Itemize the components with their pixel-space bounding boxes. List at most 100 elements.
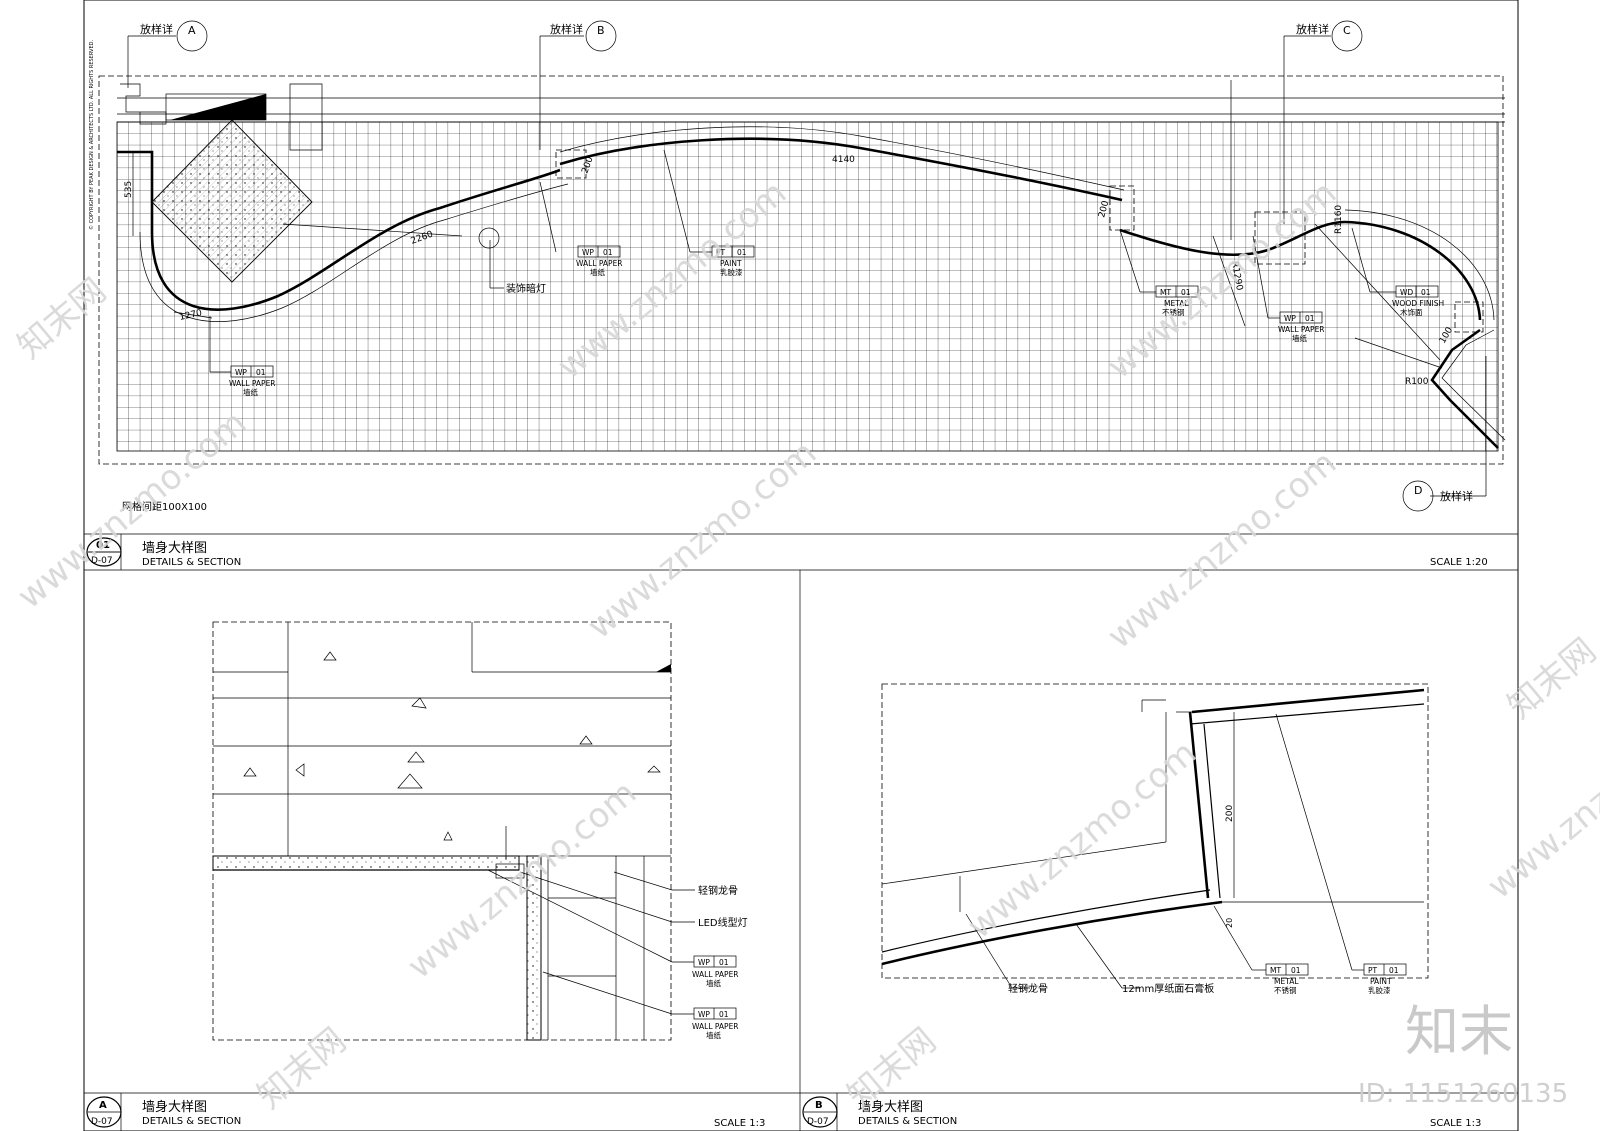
svg-text:墙纸: 墙纸 — [706, 978, 721, 988]
svg-text:DETAILS & SECTION: DETAILS & SECTION — [858, 1116, 957, 1127]
svg-text:www.znzmo.com: www.znzmo.com — [580, 433, 824, 647]
svg-text:www.znzmo.com: www.znzmo.com — [400, 773, 644, 987]
svg-text:01: 01 — [603, 248, 613, 257]
grid-note: 网格间距100X100 — [122, 500, 207, 513]
svg-text:墙身大样图: 墙身大样图 — [858, 1099, 923, 1115]
callout-a[interactable]: 放样详 A — [127, 20, 208, 88]
svg-text:www.znzmo.com: www.znzmo.com — [1480, 693, 1600, 907]
callout-b[interactable]: 放样详 B — [539, 20, 617, 150]
callout-b-letter: B — [597, 24, 605, 37]
logo-watermark: 知末 — [1405, 1000, 1513, 1063]
svg-text:知末网: 知末网 — [250, 1021, 354, 1117]
svg-text:墙身大样图: 墙身大样图 — [142, 1099, 207, 1115]
svg-text:SCALE 1:3: SCALE 1:3 — [1430, 1118, 1481, 1129]
tag-wp01-mid: WP 01 WALL PAPER 墙纸 — [539, 181, 623, 277]
dim-4140: 4140 — [832, 155, 855, 165]
callout-c[interactable]: 放样详 C — [1283, 20, 1363, 224]
svg-text:01: 01 — [1421, 288, 1431, 297]
svg-text:METAL: METAL — [1164, 299, 1189, 308]
id-watermark: ID: 1151260135 — [1358, 1079, 1568, 1109]
svg-text:木饰面: 木饰面 — [1400, 307, 1423, 317]
title-block-b: B D-07 墙身大样图 DETAILS & SECTION SCALE 1:3 — [802, 1093, 1481, 1131]
label-deco-light: 装饰暗灯 — [489, 240, 546, 295]
svg-text:WALL PAPER: WALL PAPER — [576, 259, 623, 268]
title-block-01: 01 D-07 墙身大样图 DETAILS & SECTION SCALE 1:… — [86, 534, 1488, 570]
svg-text:WALL PAPER: WALL PAPER — [692, 970, 739, 979]
svg-text:墙身大样图: 墙身大样图 — [142, 540, 207, 556]
callout-d[interactable]: D 放样详 — [1402, 356, 1487, 512]
detail-b — [881, 683, 1429, 979]
svg-text:01: 01 — [96, 540, 110, 551]
svg-text:WALL PAPER: WALL PAPER — [229, 379, 276, 388]
svg-text:MT: MT — [1270, 966, 1281, 975]
svg-text:01: 01 — [719, 1010, 729, 1019]
svg-text:B: B — [815, 1100, 823, 1111]
svg-text:WP: WP — [582, 248, 594, 257]
svg-text:WD: WD — [1400, 288, 1413, 297]
sheet-frame — [83, 0, 1519, 1131]
left-wall — [117, 150, 154, 232]
callout-d-prefix: 放样详 — [1440, 489, 1473, 503]
svg-text:DETAILS & SECTION: DETAILS & SECTION — [142, 557, 241, 568]
callout-a-prefix: 放样详 — [140, 22, 173, 36]
svg-text:SCALE 1:3: SCALE 1:3 — [714, 1118, 765, 1129]
svg-text:WP: WP — [1284, 314, 1296, 323]
svg-text:DETAILS & SECTION: DETAILS & SECTION — [142, 1116, 241, 1127]
svg-text:D-07: D-07 — [807, 1117, 829, 1127]
svg-text:乳胶漆: 乳胶漆 — [1368, 985, 1391, 995]
copyright-text: © COPYRIGHT BY PEAK DESIGN & ARCHITECTS … — [88, 40, 95, 230]
svg-text:01: 01 — [1181, 288, 1191, 297]
label-keel-b: 轻钢龙骨 — [1008, 982, 1048, 995]
labels-detail-b: 轻钢龙骨 12mm厚纸面石膏板 MT 01 METAL 不锈钢 PT 01 PA… — [965, 713, 1407, 995]
svg-text:不锈钢: 不锈钢 — [1274, 985, 1297, 995]
svg-text:墙纸: 墙纸 — [706, 1030, 721, 1040]
dim-r100: R100 — [1405, 377, 1429, 387]
svg-text:PT: PT — [716, 248, 726, 257]
dim-r1160: R1160 — [1334, 205, 1344, 234]
svg-text:METAL: METAL — [1274, 977, 1299, 986]
curved-wall-main — [150, 168, 561, 311]
label-led: LED线型灯 — [698, 916, 748, 929]
tag-wp01-left: WP 01 WALL PAPER 墙纸 — [209, 316, 276, 397]
svg-text:D-07: D-07 — [91, 1117, 113, 1127]
dim-b-20: 20 — [1225, 918, 1234, 928]
svg-text:www.znzmo.com: www.znzmo.com — [1100, 443, 1344, 657]
callout-c-letter: C — [1343, 24, 1351, 37]
svg-text:www.znzmo.com: www.znzmo.com — [960, 733, 1204, 947]
svg-text:SCALE 1:20: SCALE 1:20 — [1430, 557, 1488, 568]
black-wedge — [170, 94, 266, 120]
svg-text:知末网: 知末网 — [10, 271, 114, 367]
dim-b-200: 200 — [1225, 805, 1235, 822]
svg-text:不锈钢: 不锈钢 — [1162, 307, 1185, 317]
tag-mt01-right: MT 01 METAL 不锈钢 — [1119, 229, 1199, 317]
svg-text:WALL PAPER: WALL PAPER — [1278, 325, 1325, 334]
detail-a — [212, 621, 672, 1041]
svg-text:MT: MT — [1160, 288, 1171, 297]
dim-200b: 200 — [1097, 199, 1111, 218]
label-keel-a: 轻钢龙骨 — [698, 884, 738, 897]
svg-text:WP: WP — [698, 1010, 710, 1019]
dim-1270: 1270 — [179, 308, 204, 323]
svg-text:01: 01 — [719, 958, 729, 967]
svg-text:PAINT: PAINT — [1370, 977, 1392, 986]
svg-text:WOOD FINISH: WOOD FINISH — [1392, 299, 1444, 308]
svg-text:01: 01 — [256, 368, 266, 377]
plan-dashed-border — [98, 75, 1504, 465]
svg-text:WALL PAPER: WALL PAPER — [692, 1022, 739, 1031]
tag-wp01-right: WP 01 WALL PAPER 墙纸 — [1252, 235, 1325, 343]
svg-text:01: 01 — [1305, 314, 1315, 323]
svg-text:墙纸: 墙纸 — [243, 387, 258, 397]
svg-text:A: A — [99, 1100, 107, 1111]
plan-01 — [98, 75, 1506, 465]
svg-text:装饰暗灯: 装饰暗灯 — [506, 282, 546, 295]
svg-text:WP: WP — [698, 958, 710, 967]
svg-text:PAINT: PAINT — [720, 259, 742, 268]
svg-text:乳胶漆: 乳胶漆 — [720, 267, 743, 277]
svg-text:墙纸: 墙纸 — [590, 267, 605, 277]
label-gypsum: 12mm厚纸面石膏板 — [1122, 982, 1214, 995]
dim-535: 535 — [124, 181, 134, 198]
svg-text:知末网: 知末网 — [1500, 631, 1600, 727]
tag-pt01-mid: PT 01 PAINT 乳胶漆 — [663, 149, 755, 277]
callout-b-prefix: 放样详 — [550, 22, 583, 36]
callout-a-letter: A — [188, 24, 196, 37]
